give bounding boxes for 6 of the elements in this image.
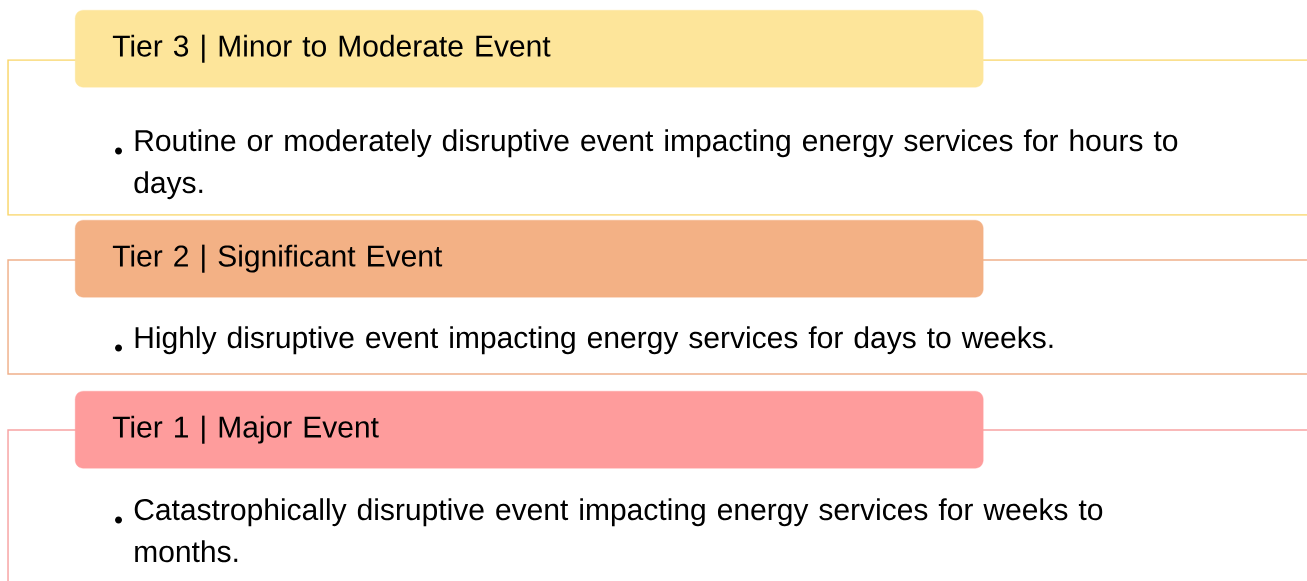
bullet-text: Highly disruptive event impacting energy services for days to weeks.	[135, 326, 1053, 355]
bullet-text: Catastrophically disruptive event impacting energy services for weeks to months.	[134, 498, 1103, 563]
tier-header: Tier 1 | Major Event	[75, 391, 984, 469]
tier-header: Tier 2 | Significant Event	[75, 220, 984, 298]
bullet-text: Routine or moderately disruptive event impacting energy services for hours to days.	[134, 129, 1178, 200]
tier-header: Tier 3 | Minor to Moderate Event	[75, 10, 984, 88]
